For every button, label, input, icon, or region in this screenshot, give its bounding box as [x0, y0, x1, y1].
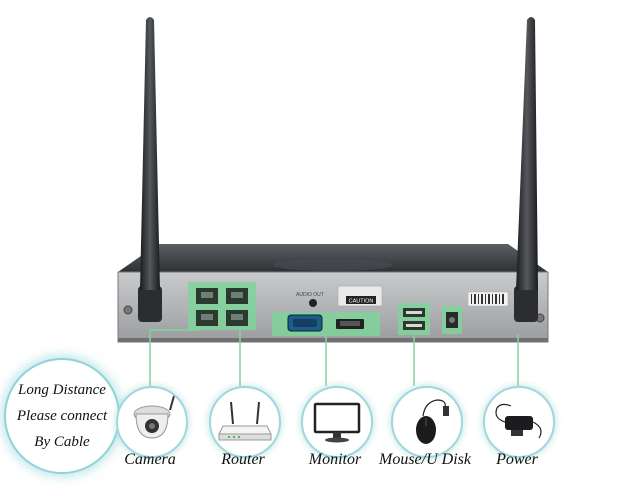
- camera-label: Camera: [124, 451, 176, 468]
- router-circle: [209, 386, 281, 458]
- monitor-circle: [301, 386, 373, 458]
- video-ports: [272, 312, 380, 336]
- long-distance-note: Long Distance Please connect By Cable: [4, 358, 120, 474]
- note-line-3: By Cable: [34, 434, 90, 450]
- note-line-1: Long Distance: [18, 382, 106, 398]
- audio-out-port: AUDIO OUT: [296, 292, 324, 307]
- power-port: [442, 306, 462, 334]
- caution-label: CAUTION: [349, 299, 374, 305]
- caution-sticker: CAUTION: [337, 285, 383, 307]
- camera-icon: [133, 395, 175, 439]
- monitor-icon: [313, 402, 361, 443]
- mouse-circle: [391, 386, 463, 458]
- monitor-label: Monitor: [308, 451, 362, 468]
- power-circle: [483, 386, 555, 458]
- usb-ports: [398, 303, 430, 335]
- router-label: Router: [221, 451, 265, 468]
- router-icon: [218, 401, 272, 441]
- camera-circle: [116, 386, 188, 458]
- ethernet-ports: [188, 282, 256, 330]
- mouse-label: Mouse/U Disk: [379, 451, 471, 468]
- power-adapter-icon: [495, 403, 542, 439]
- audio-out-label: AUDIO OUT: [296, 292, 324, 298]
- connector-lines: [149, 329, 519, 386]
- power-label: Power: [496, 451, 538, 468]
- mouse-icon: [416, 399, 449, 444]
- left-antenna: [138, 17, 162, 322]
- note-line-2: Please connect: [16, 408, 108, 424]
- right-antenna: [514, 17, 538, 322]
- barcode-sticker: [467, 291, 509, 307]
